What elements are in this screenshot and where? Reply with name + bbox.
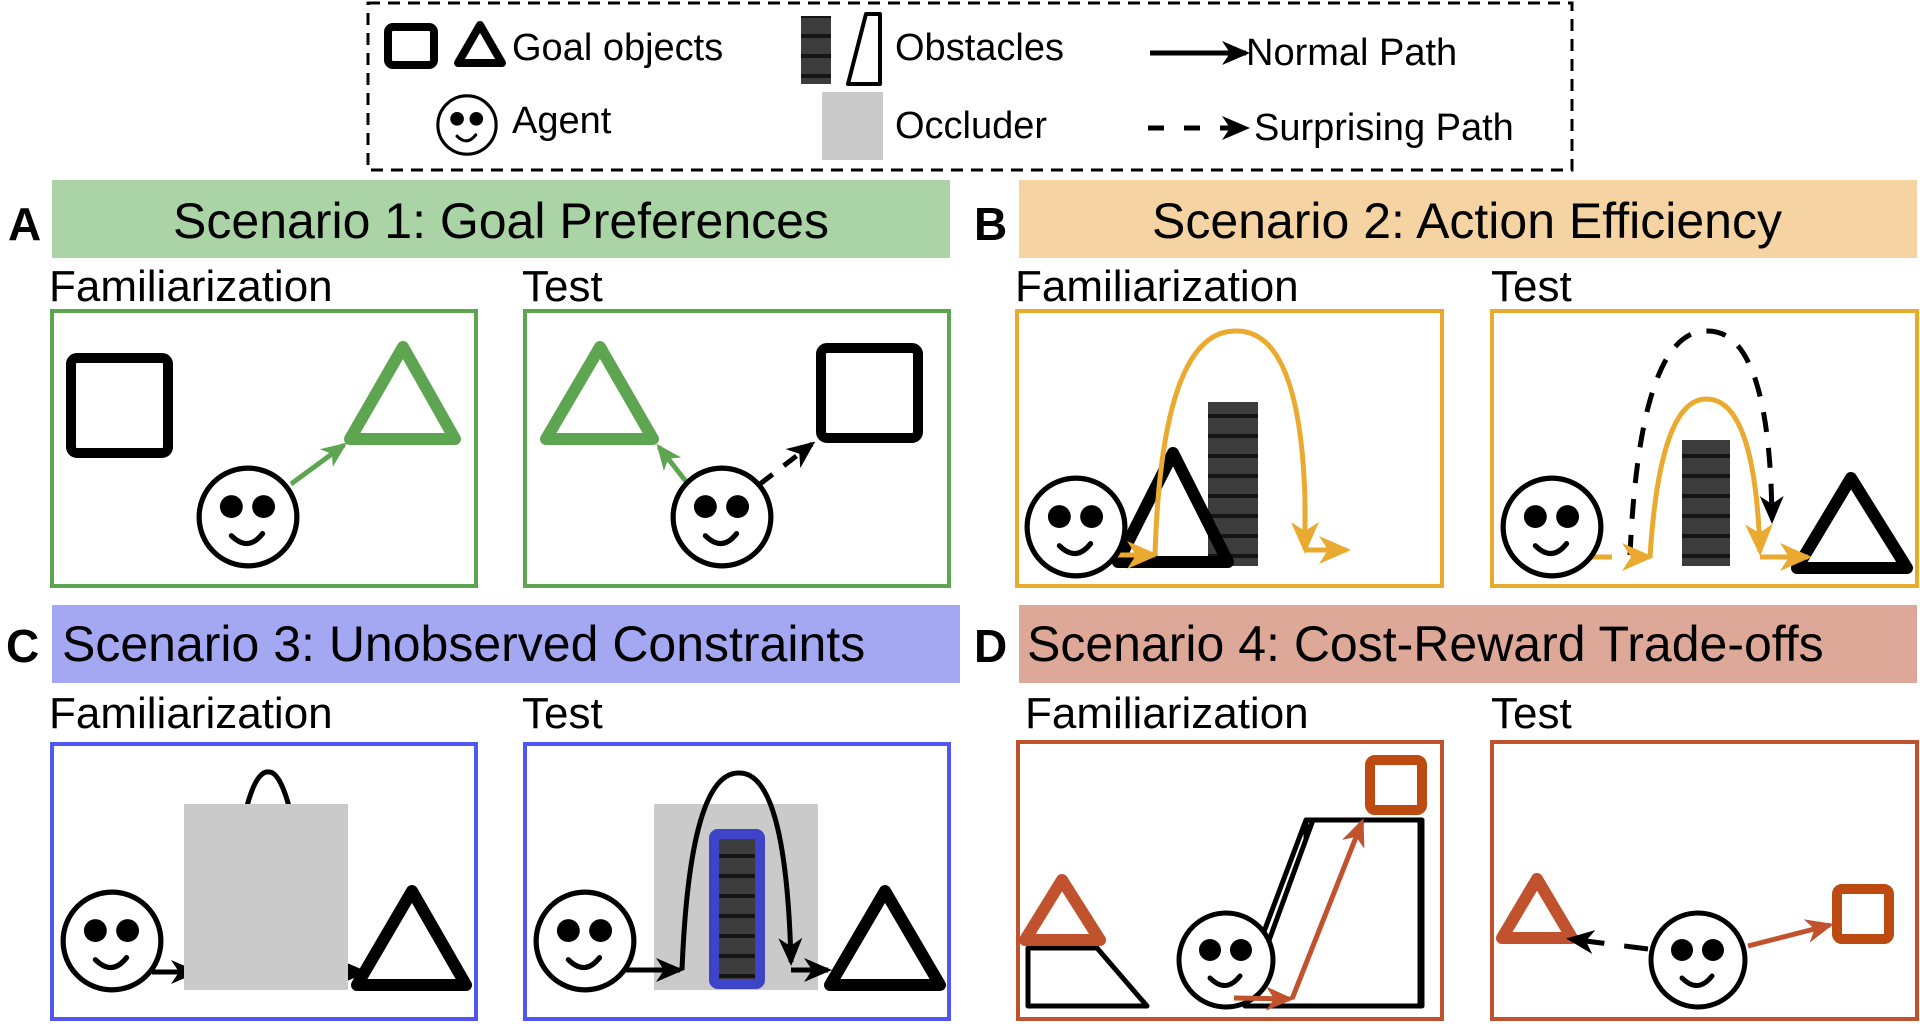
panel-letter: B: [974, 198, 1007, 250]
occluder-icon: [822, 92, 883, 160]
legend-obstacles: Obstacles: [895, 27, 1064, 69]
legend-agent: Agent: [512, 100, 612, 142]
agent: [673, 468, 771, 566]
hidden-path: [243, 769, 293, 811]
agent: [1027, 478, 1125, 576]
goal-triangle: [1112, 447, 1234, 568]
stack-obstacle-icon: [801, 16, 831, 84]
test-label: Test: [522, 262, 603, 311]
title-band: [1019, 180, 1917, 258]
agent: [1179, 913, 1273, 1007]
familiarization-scene: [50, 309, 478, 588]
familiarization-label: Familiarization: [1015, 262, 1299, 311]
stack-obstacle: [1682, 440, 1730, 566]
path-arrow: [1233, 986, 1294, 1011]
goal-square: [816, 343, 923, 443]
goal-triangle: [1496, 873, 1578, 944]
goal-triangle: [1791, 472, 1913, 574]
occluder: [184, 804, 348, 990]
panel-letter: A: [8, 198, 41, 250]
familiarization-scene: [50, 742, 478, 1021]
surprising-path-arrow: [1627, 328, 1784, 556]
test-label: Test: [522, 689, 603, 738]
agent: [536, 892, 634, 990]
title-band: [52, 605, 960, 683]
legend-normal-path: Normal Path: [1246, 32, 1457, 74]
path-jump: [1647, 396, 1774, 558]
stack-obstacle: [718, 838, 756, 980]
path-arrow: [1289, 818, 1365, 1000]
panel-letter: C: [6, 620, 39, 672]
test-scene: [523, 309, 951, 588]
test-label: Test: [1491, 262, 1572, 311]
panel-c: C Scenario 3: Unobserved Constraints Fam…: [6, 605, 960, 1021]
panel-letter: D: [974, 620, 1007, 672]
agent: [199, 468, 297, 566]
legend-goal-objects: Goal objects: [512, 27, 723, 69]
path-jump: [1152, 328, 1319, 556]
agent-icon: [436, 94, 498, 156]
legend-surprising-path: Surprising Path: [1254, 107, 1514, 149]
goal-square: [1832, 884, 1894, 944]
agent: [1651, 913, 1745, 1007]
panel-title: Scenario 3: Unobserved Constraints: [62, 616, 865, 672]
path-jump: [679, 770, 803, 971]
test-label: Test: [1491, 689, 1572, 738]
surprising-path-arrow: [1566, 930, 1649, 954]
goal-triangle-icon: [454, 21, 506, 67]
path-arrow: [289, 442, 348, 487]
surprising-path-arrow: [758, 441, 816, 486]
familiarization-label: Familiarization: [1025, 689, 1309, 738]
panel-title: Scenario 1: Goal Preferences: [173, 193, 829, 249]
goal-square: [66, 353, 173, 458]
panel-title: Scenario 2: Action Efficiency: [1152, 193, 1782, 249]
panel-title: Scenario 4: Cost-Reward Trade-offs: [1027, 616, 1824, 672]
familiarization-label: Familiarization: [49, 262, 333, 311]
test-scene: [1490, 309, 1919, 588]
goal-triangle: [1019, 874, 1106, 946]
panel-d: D Scenario 4: Cost-Reward Trade-offs Fam…: [974, 605, 1919, 1021]
panel-a: A Scenario 1: Goal Preferences Familiari…: [8, 180, 951, 588]
goal-triangle: [824, 885, 946, 991]
goal-triangle: [540, 341, 659, 445]
familiarization-scene: [1016, 740, 1444, 1021]
goal-square-icon: [384, 23, 438, 69]
path-arrow: [1747, 919, 1834, 949]
title-band: [1019, 605, 1917, 683]
goal-triangle: [351, 885, 472, 991]
title-band: [52, 180, 950, 258]
panel-b: B Scenario 2: Action Efficiency Familiar…: [974, 180, 1919, 588]
agent: [63, 892, 161, 990]
goal-triangle: [344, 341, 461, 445]
legend-border: [366, 1, 1574, 172]
legend: Goal objects Agent Obstacles Occluder No…: [366, 1, 1574, 172]
goal-square: [1365, 755, 1427, 815]
constraint-highlight: [709, 829, 765, 989]
path-arrow: [656, 443, 690, 486]
ramp-obstacle-icon: [846, 12, 882, 86]
low-ramp-obstacle: [1025, 945, 1150, 1009]
familiarization-scene: [1015, 309, 1444, 588]
agent: [1503, 478, 1601, 576]
familiarization-label: Familiarization: [49, 689, 333, 738]
legend-occluder: Occluder: [895, 105, 1047, 147]
test-scene: [523, 742, 951, 1021]
test-scene: [1490, 740, 1919, 1021]
